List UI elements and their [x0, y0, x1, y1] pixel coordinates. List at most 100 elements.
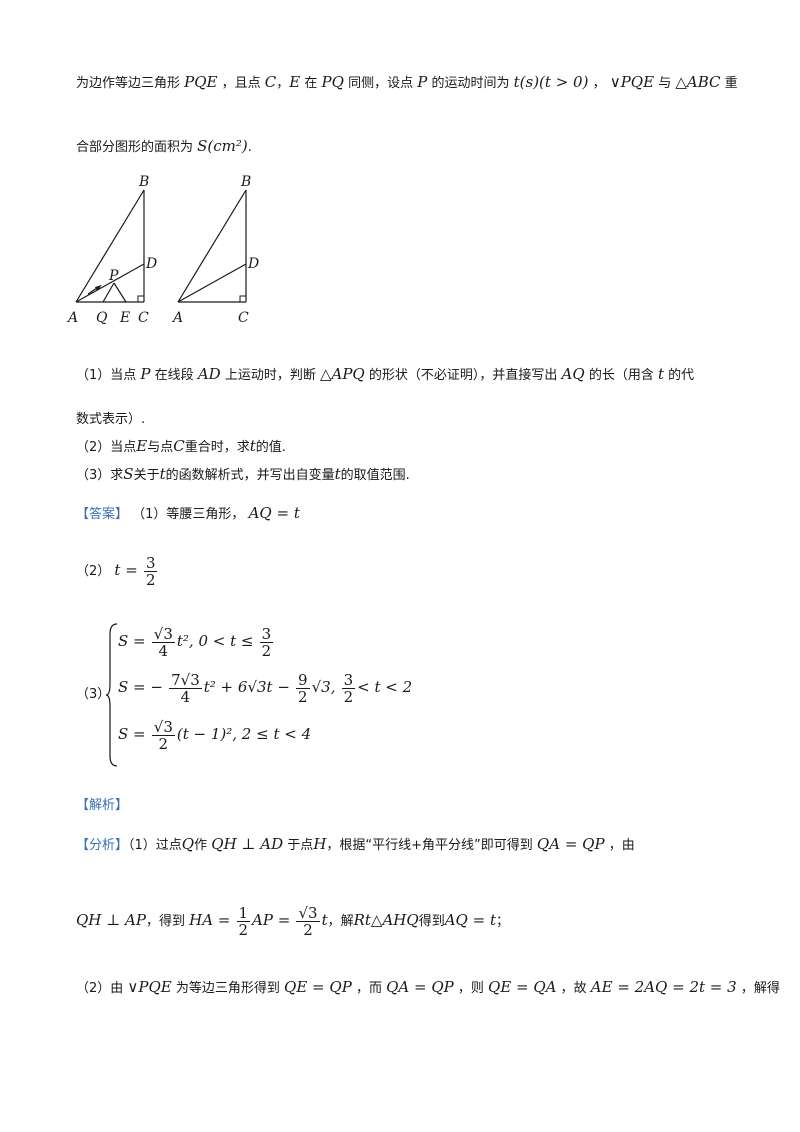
text: . [247, 140, 252, 155]
text: 同侧，设点 [348, 76, 414, 91]
text: ， [276, 76, 290, 91]
answer-3-label: （3） [76, 687, 111, 702]
math-p: P [417, 73, 428, 91]
numerator: √3 [151, 718, 175, 736]
text: ，解得 [740, 981, 780, 996]
math: t², 0 < t ≤ [176, 632, 254, 650]
text: ，且点 [221, 76, 261, 91]
text: ，则 [457, 981, 484, 996]
text: 的长（用含 [588, 368, 654, 383]
intro-line-1: 为边作等边三角形 PQE ，且点 C，E 在 PQ 同侧，设点 P 的运动时间为… [76, 72, 738, 91]
math-t: t [334, 465, 341, 483]
text: 上运动时，判断 [224, 368, 316, 383]
denominator: 4 [158, 642, 169, 660]
numerator: 1 [236, 904, 251, 922]
label-P: P [108, 268, 119, 284]
denominator: 2 [145, 571, 156, 589]
text: （3）求 [76, 468, 124, 483]
math-vpqe: ∨PQE [609, 73, 655, 91]
question-1: （1）当点 P 在线段 AD 上运动时，判断 △APQ 的形状（不必证明），并直… [76, 364, 694, 383]
denominator: 2 [343, 688, 354, 706]
math-q: Q [181, 835, 195, 853]
math-e: E [136, 437, 148, 455]
analysis-line-3: （2）由 ∨PQE 为等边三角形得到 QE = QP ，而 QA = QP ，则… [76, 977, 780, 996]
math-aq-t: AQ = t [444, 911, 496, 929]
text: 合部分图形的面积为 [76, 140, 194, 155]
math: S = [118, 725, 146, 743]
math-rt: Rt△AHQ [353, 911, 419, 929]
numerator: 3 [259, 625, 274, 643]
text: （1）等腰三角形， [132, 507, 245, 522]
math: t² + 6√3t − [203, 678, 290, 696]
text: ，由 [608, 838, 635, 853]
math-vpqe: ∨PQE [127, 978, 172, 996]
text: 为边作等边三角形 [76, 76, 181, 91]
math-time: t(s)(t > 0) [513, 73, 589, 91]
text: 关于 [133, 468, 160, 483]
math: t [321, 911, 328, 929]
math-p: P [140, 365, 151, 383]
left-brace [105, 623, 118, 767]
text: 的运动时间为 [431, 76, 510, 91]
label-A-right: A [171, 310, 183, 326]
text: 得到 [418, 914, 445, 929]
math-c: C [264, 73, 277, 91]
text: （2）当点 [76, 440, 137, 455]
analysis-subtag: 【分析】 [76, 838, 129, 853]
math-pqe: PQE [184, 73, 218, 91]
math: (t − 1)², 2 ≤ t < 4 [176, 725, 312, 743]
intro-line-2: 合部分图形的面积为 S(cm²). [76, 136, 252, 155]
text: 为等边三角形得到 [175, 981, 280, 996]
math-apq: △APQ [319, 365, 365, 383]
math-qa-qp: QA = QP [536, 835, 605, 853]
text: 在 [304, 76, 318, 91]
text: ，解 [327, 914, 354, 929]
text: ，故 [560, 981, 587, 996]
text: 重 [724, 76, 738, 91]
text: （2）由 [76, 981, 124, 996]
math-h: H [313, 835, 327, 853]
text: 在线段 [154, 368, 194, 383]
label-C-right: C [238, 310, 249, 326]
question-2: （2）当点E与点C重合时，求t的值. [76, 436, 286, 455]
math-qh-ad: QH ⊥ AD [211, 835, 284, 853]
math: √3, [311, 678, 336, 696]
question-1-cont: 数式表示）. [76, 412, 146, 427]
numerator: √3 [151, 625, 175, 643]
answer-tag: 【答案】 [76, 507, 129, 522]
text: ； [495, 914, 509, 929]
text: 作 [194, 838, 208, 853]
text: 的代 [668, 368, 695, 383]
label-D-right: D [247, 256, 259, 272]
text: ，根据“平行线+角平分线”即可得到 [326, 838, 533, 853]
math: AE = 2AQ = 2t = 3 [590, 978, 737, 996]
label-B-right: B [240, 174, 251, 190]
numerator: 7√3 [169, 671, 202, 689]
numerator: 3 [341, 671, 356, 689]
analysis-line-1: 【分析】（1）过点Q作 QH ⊥ AD 于点H，根据“平行线+角平分线”即可得到… [76, 834, 635, 853]
text: ， [592, 76, 606, 91]
text: 与点 [147, 440, 174, 455]
text: 于点 [287, 838, 314, 853]
numerator: √3 [296, 904, 320, 922]
math: QE = QA [488, 978, 557, 996]
math-abc: △ABC [675, 73, 721, 91]
label-E: E [119, 310, 130, 326]
math-pq: PQ [321, 73, 344, 91]
math-t: t [159, 465, 166, 483]
math: QE = QP [284, 978, 352, 996]
math: S = [118, 632, 146, 650]
math-ad: AD [197, 365, 221, 383]
analysis-tag: 【解析】 [76, 798, 129, 813]
denominator: 2 [303, 921, 313, 939]
